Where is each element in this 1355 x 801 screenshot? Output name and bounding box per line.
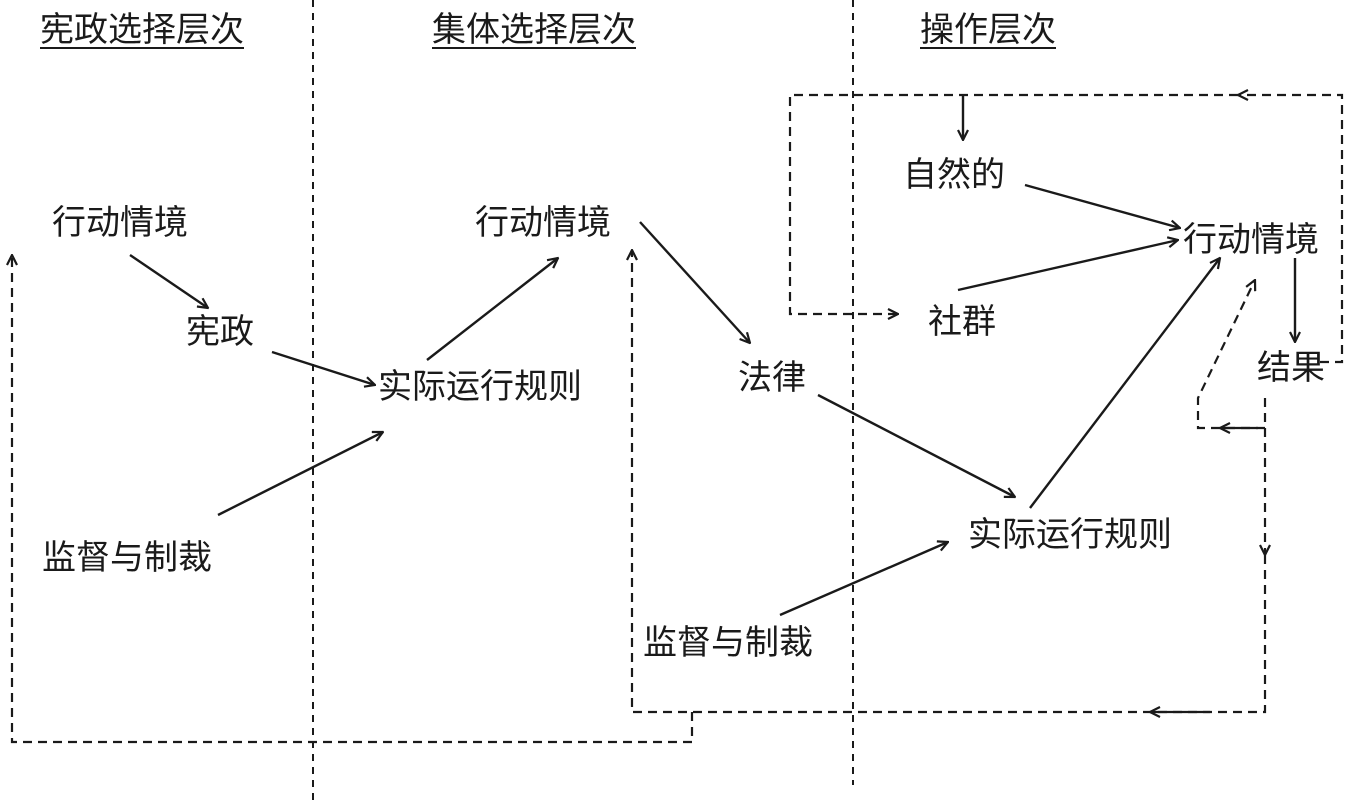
node-outcome: 结果: [1257, 348, 1325, 388]
header-constitutional-level: 宪政选择层次: [40, 10, 244, 50]
node-natural: 自然的: [903, 155, 1005, 195]
node-oper-action-situation: 行动情境: [1183, 220, 1319, 260]
feedback-outcome-to-oper-action: [1196, 280, 1267, 430]
feedback-to-const-action: [12, 255, 694, 744]
arrow-coll-action-to-law: [639, 221, 750, 343]
arrow-constitution-to-rules-1: [271, 350, 375, 385]
node-law: 法律: [738, 358, 806, 398]
node-constitution: 宪政: [186, 312, 254, 352]
arrow-monitor-1-to-rules-1: [217, 432, 383, 517]
arrow-rules-2-to-oper-action: [1029, 258, 1220, 509]
feedback-top-to-community: [788, 93, 1238, 314]
node-const-monitoring-sanctioning: 监督与制裁: [42, 538, 212, 578]
arrow-const-action-to-constitution: [129, 254, 208, 308]
node-working-rules-1: 实际运行规则: [378, 367, 582, 407]
node-working-rules-2: 实际运行规则: [968, 515, 1172, 555]
arrow-monitor-2-to-rules-2: [779, 542, 948, 617]
node-community: 社群: [928, 302, 996, 342]
node-coll-monitoring-sanctioning: 监督与制裁: [643, 623, 813, 663]
arrow-natural-to-oper-action: [1024, 183, 1180, 228]
header-operational-level: 操作层次: [920, 10, 1056, 50]
feedback-to-coll-action: [632, 250, 1267, 714]
node-coll-action-situation: 行动情境: [475, 203, 611, 243]
node-const-action-situation: 行动情境: [52, 203, 188, 243]
arrow-community-to-oper-action: [957, 240, 1178, 292]
arrow-rules-1-to-coll-action: [426, 258, 558, 361]
arrow-law-to-rules-2: [817, 393, 1015, 497]
feedback-outcome-to-top: [1238, 95, 1344, 364]
header-collective-choice-level: 集体选择层次: [432, 10, 636, 50]
